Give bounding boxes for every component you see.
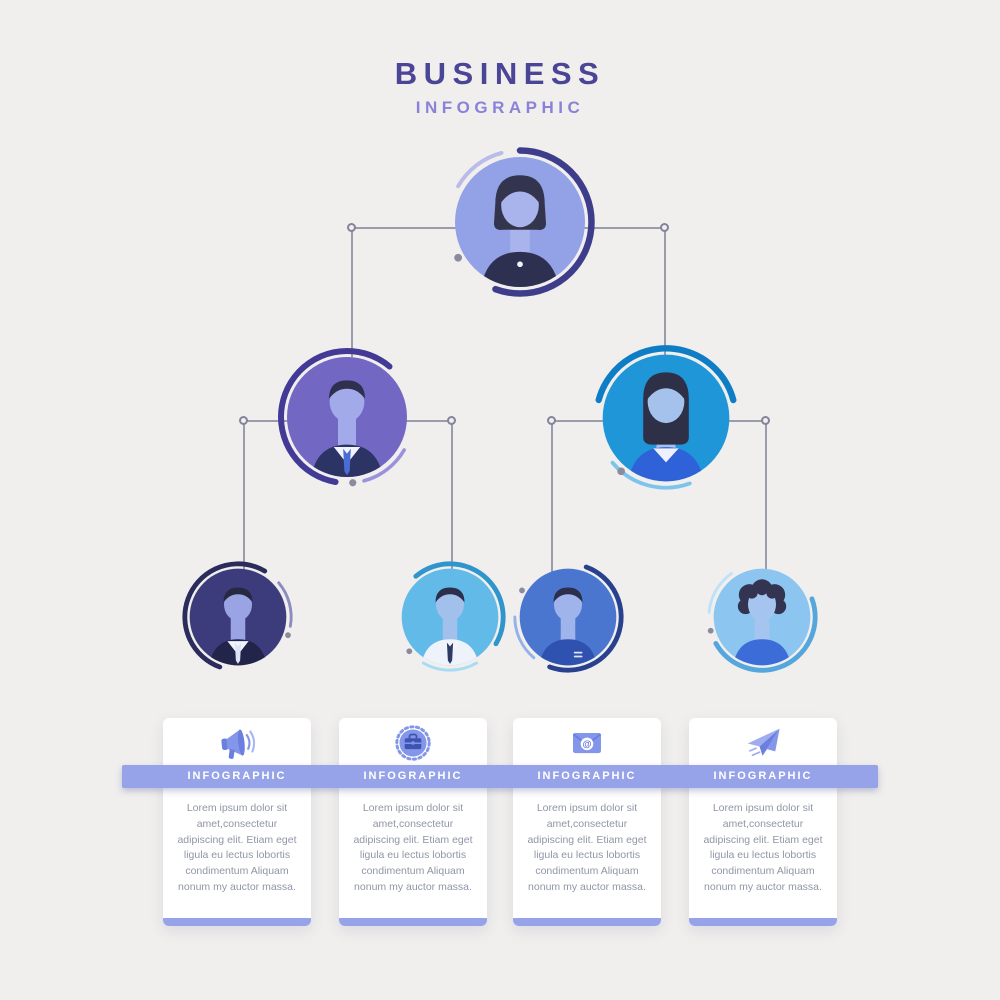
card-body-text-3: Lorem ipsum dolor sit amet,consectetur a… [527,802,647,893]
at-glyph: @ [583,739,592,749]
info-card-2: Lorem ipsum dolor sit amet,consectetur a… [339,718,487,926]
connector-node-dot [238,415,248,425]
avatar-employee-2 [392,559,508,675]
connector-line [551,420,553,573]
band-label-3: INFOGRAPHIC [537,770,637,782]
card-body-text-2: Lorem ipsum dolor sit amet,consectetur a… [353,802,473,893]
avatar-manager-left [275,345,419,489]
connector-line [243,420,288,422]
avatar-ceo [442,144,598,300]
avatar-employee-3 [510,559,626,675]
card-bottom-strip [513,918,661,926]
band-label-1: INFOGRAPHIC [187,770,287,782]
avatar-employee-4 [704,559,820,675]
band-label-2: INFOGRAPHIC [363,770,463,782]
connector-node-dot [346,222,356,232]
connector-line [351,227,353,357]
connector-line [243,420,245,571]
connector-line [582,227,664,229]
connector-line [551,420,604,422]
page-subtitle: INFOGRAPHIC [415,98,585,117]
connector-line [765,420,767,571]
connector-line [406,420,451,422]
paper-plane-icon [689,720,837,766]
info-card-4: Lorem ipsum dolor sit amet,consectetur a… [689,718,837,926]
connector-node-dot [659,222,669,232]
email-icon: @ [513,720,661,766]
connector-node-dot [546,415,556,425]
title-block: BUSINESS INFOGRAPHIC [0,56,1000,118]
connector-node-dot [446,415,456,425]
card-bottom-strip [339,918,487,926]
connector-line [729,420,765,422]
avatar-manager-right [590,342,742,494]
info-card-3: @ Lorem ipsum dolor sit amet,consectetur… [513,718,661,926]
band-label-4: INFOGRAPHIC [713,770,813,782]
page-title: BUSINESS [394,56,606,91]
connector-line [451,420,453,570]
megaphone-icon [163,720,311,766]
card-body-text-1: Lorem ipsum dolor sit amet,consectetur a… [177,802,297,893]
infographic-band: INFOGRAPHIC INFOGRAPHIC INFOGRAPHIC INFO… [122,765,878,788]
avatar-employee-1 [180,559,296,675]
briefcase-badge-icon [339,720,487,766]
info-card-1: Lorem ipsum dolor sit amet,consectetur a… [163,718,311,926]
connector-line [351,227,458,229]
connector-line [664,227,666,355]
card-bottom-strip [163,918,311,926]
connector-node-dot [760,415,770,425]
card-body-text-4: Lorem ipsum dolor sit amet,consectetur a… [703,802,823,893]
card-bottom-strip [689,918,837,926]
